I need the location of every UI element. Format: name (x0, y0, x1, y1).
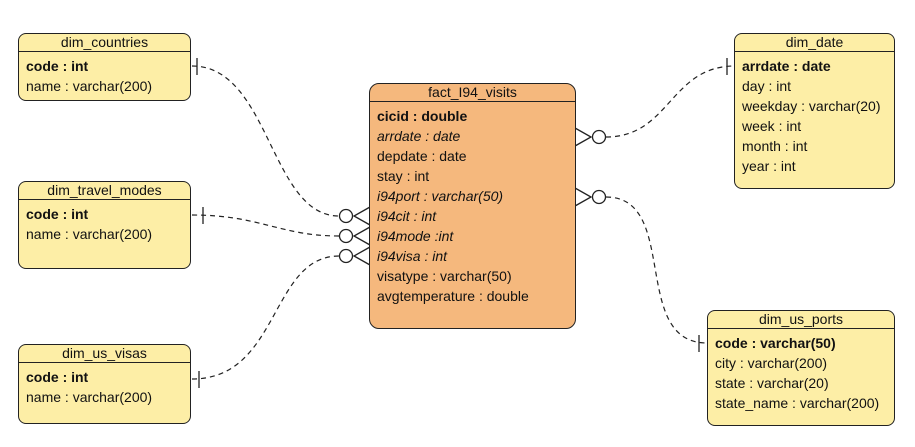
foreign-key-field: arrdate : date (377, 128, 461, 144)
field-list: cicid : double arrdate : date depdate : da… (370, 102, 575, 306)
field: weekday : varchar(20) (742, 98, 881, 114)
entity-dim-us-visas[interactable]: dim_us_visas code : int name : varchar(20… (18, 344, 191, 424)
field: state_name : varchar(200) (715, 395, 880, 411)
field: name : varchar(200) (26, 389, 153, 405)
entity-title: dim_us_visas (19, 345, 190, 363)
field: day : int (742, 78, 792, 94)
field: depdate : date (377, 148, 467, 164)
field: year : int (742, 158, 796, 174)
relationship-us-visas-to-fact[interactable] (191, 246, 371, 388)
field: name : varchar(200) (26, 226, 153, 242)
primary-key-field: code : int (26, 58, 89, 74)
entity-dim-us-ports[interactable]: dim_us_ports code : varchar(50) city : va… (707, 310, 895, 426)
entity-title: dim_us_ports (708, 311, 894, 329)
primary-key-field: arrdate : date (742, 58, 831, 74)
relationship-date-to-fact[interactable] (574, 58, 736, 147)
entity-title: fact_I94_visits (370, 84, 575, 102)
field: state : varchar(20) (715, 375, 829, 391)
primary-key-field: code : int (26, 369, 89, 385)
relationship-travel-modes-to-fact[interactable] (191, 207, 371, 246)
field: week : int (742, 118, 802, 134)
foreign-key-field: i94visa : int (377, 248, 448, 264)
foreign-key-field: i94port : varchar(50) (377, 188, 504, 204)
primary-key-field: cicid : double (377, 108, 468, 124)
foreign-key-field: i94mode :int (377, 228, 454, 244)
entity-dim-date[interactable]: dim_date arrdate : date day : int weekday … (734, 33, 895, 189)
field-list: code : int name : varchar(200) (19, 200, 190, 244)
entity-fact-i94-visits[interactable]: fact_I94_visits cicid : double arrdate : … (369, 83, 576, 329)
relationship-us-ports-to-fact[interactable] (574, 187, 708, 352)
field: visatype : varchar(50) (377, 268, 512, 284)
entity-title: dim_travel_modes (19, 182, 190, 200)
entity-dim-countries[interactable]: dim_countries code : int name : varchar(2… (18, 33, 191, 101)
entity-title: dim_date (735, 34, 894, 52)
field-list: code : int name : varchar(200) (19, 52, 190, 96)
primary-key-field: code : varchar(50) (715, 335, 836, 351)
field: avgtemperature : double (377, 288, 529, 304)
foreign-key-field: i94cit : int (377, 208, 437, 224)
field: city : varchar(200) (715, 355, 828, 371)
primary-key-field: code : int (26, 206, 89, 222)
entity-dim-travel-modes[interactable]: dim_travel_modes code : int name : varcha… (18, 181, 191, 269)
field: stay : int (377, 168, 430, 184)
entity-title: dim_countries (19, 34, 190, 52)
field-list: code : int name : varchar(200) (19, 363, 190, 407)
field: month : int (742, 138, 808, 154)
field-list: code : varchar(50) city : varchar(200) sta… (708, 329, 894, 413)
field: name : varchar(200) (26, 78, 153, 94)
field-list: arrdate : date day : int weekday : varchar… (735, 52, 894, 176)
relationship-countries-to-fact[interactable] (191, 58, 371, 226)
